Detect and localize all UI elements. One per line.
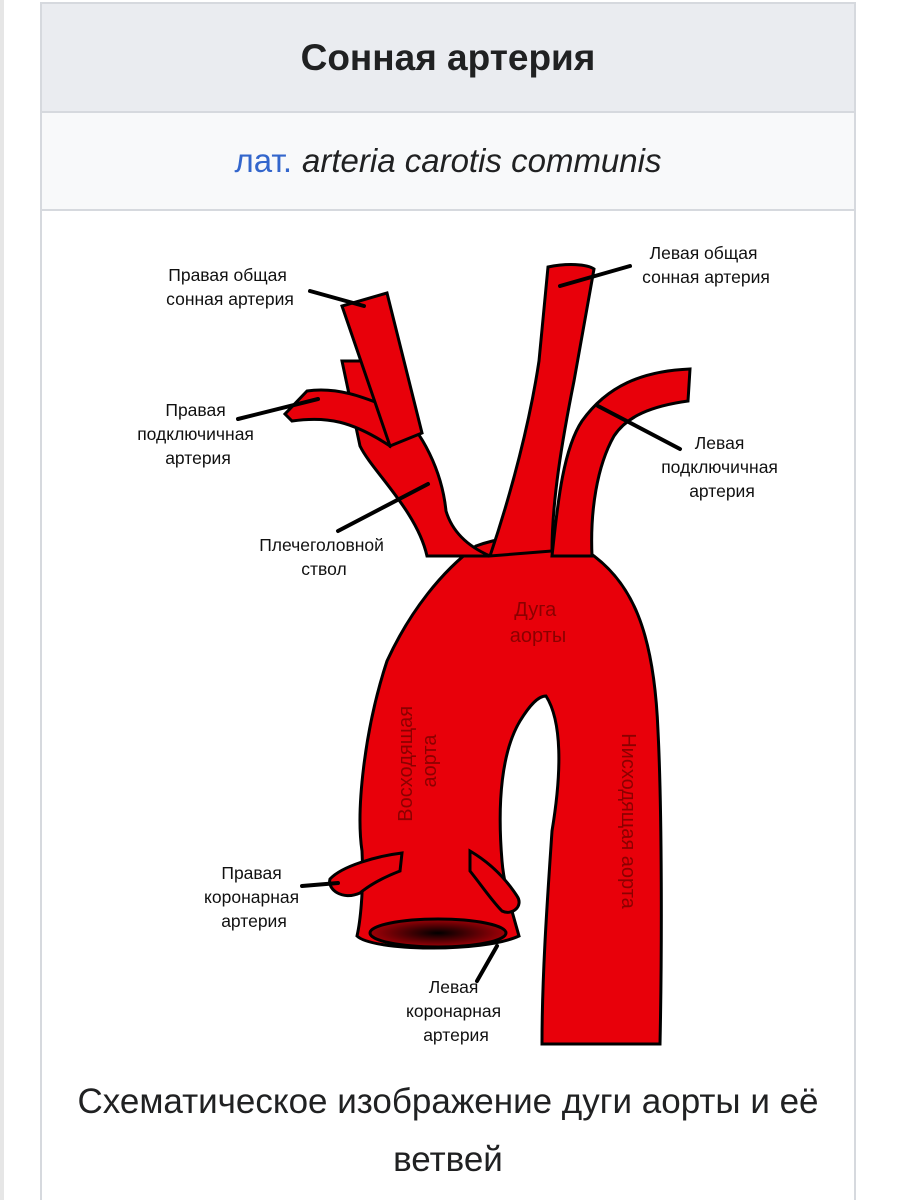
brachiocephalic-trunk — [340, 359, 491, 558]
label-left-coronary: Левая коронарная артерия — [406, 977, 506, 1045]
latin-name-row: лат. arteria carotis communis — [42, 113, 854, 211]
label-aortic-arch: Дуга аорты — [510, 599, 566, 647]
left-common-carotid-artery — [487, 263, 596, 558]
right-common-carotid-artery — [340, 291, 424, 448]
left-subclavian-artery — [550, 367, 692, 558]
infobox-header: Сонная артерия — [42, 4, 854, 113]
label-ascending-aorta: Восходящая аорта — [395, 700, 441, 821]
image-cell: Правая общая сонная артерия Левая общая … — [42, 211, 854, 1202]
label-right-common-carotid: Правая общая сонная артерия — [166, 265, 294, 309]
label-brachiocephalic: Плечеголовной ствол — [259, 535, 389, 579]
image-caption: Схематическое изображение дуги аорты и е… — [77, 1082, 819, 1179]
infobox-title: Сонная артерия — [300, 36, 596, 78]
latin-name: arteria carotis communis — [302, 142, 662, 179]
label-right-coronary: Правая коронарная артерия — [204, 863, 304, 931]
page-left-border — [0, 0, 4, 1200]
leader-lines — [236, 264, 682, 983]
infobox: Сонная артерия лат. arteria carotis comm… — [40, 2, 856, 1202]
left-coronary-stub — [468, 848, 521, 914]
aortic-arch-diagram[interactable]: Правая общая сонная артерия Левая общая … — [42, 211, 856, 1061]
label-descending-aorta: Нисходящая аорта — [617, 733, 639, 909]
latin-abbreviation-link[interactable]: лат. — [234, 142, 293, 179]
aortic-root-opening — [368, 917, 508, 949]
right-coronary-stub — [328, 851, 404, 898]
label-left-common-carotid: Левая общая сонная артерия — [642, 243, 770, 287]
label-left-subclavian: Левая подключичная артерия — [661, 433, 783, 501]
right-subclavian-artery — [282, 388, 400, 449]
label-right-subclavian: Правая подключичная артерия — [137, 400, 259, 468]
aorta-vessel — [355, 535, 663, 1046]
